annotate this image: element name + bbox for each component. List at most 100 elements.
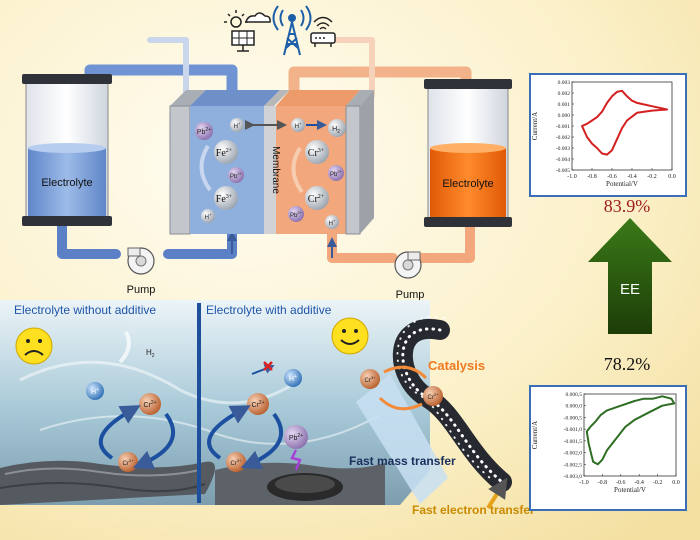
ee-arrow [588, 218, 672, 334]
blue-pipe-bottom-left [57, 220, 121, 259]
species-fe3: Fe3+ [214, 186, 238, 210]
species-pb-left-mid: Pb2+ [228, 167, 244, 183]
svg-text:Pb2+: Pb2+ [290, 210, 303, 219]
sad-face-icon [15, 327, 53, 365]
cr3-catalysis: Cr3+ [360, 369, 380, 389]
cv-ytick-label-top-1: 0.002 [558, 91, 571, 97]
svg-text:H+: H+ [295, 121, 302, 130]
svg-text:Fe2+: Fe2+ [216, 148, 233, 159]
pb-right: Pb2+ [284, 425, 308, 449]
electron-transfer-arrow [486, 477, 508, 510]
species-h-left-bottom: H+ [201, 209, 215, 223]
cv-ytick-label-bottom-1: 0.000,0 [566, 404, 583, 410]
cv-ytick-label-top-7: -0.004 [556, 157, 570, 163]
cycle-arrow-left-b [132, 412, 176, 470]
cv-xlabel-top: Potential/V [606, 180, 638, 188]
svg-text:Cr2+: Cr2+ [251, 400, 264, 409]
orange-pipe-bottom-right [417, 217, 475, 263]
h2-label-lower: H2 [146, 348, 155, 359]
happy-face-icon [331, 317, 369, 355]
cv-xtick-label-bottom-1: -0.8 [598, 480, 608, 486]
catalysis-arrow-top [383, 365, 428, 380]
cr-cycle-arrow [291, 146, 304, 194]
svg-text:Cr2+: Cr2+ [428, 392, 440, 401]
species-cr3: Cr3+ [305, 140, 329, 164]
svg-text:H+: H+ [234, 121, 241, 130]
svg-text:Pb2+: Pb2+ [230, 171, 243, 180]
blue-wire [147, 37, 189, 98]
right-pump-icon [394, 251, 422, 279]
species-pb-right-bottom: Pb2+ [288, 206, 304, 222]
cv-ytick-label-bottom-6: -0.002,5 [564, 462, 583, 468]
h-plus-left: H+ [86, 382, 104, 400]
left-tank [22, 74, 112, 226]
right-pump-label: Pump [396, 289, 425, 301]
blocked-cross-icon [263, 361, 273, 371]
fast-electron-transfer-label: Fast electron transfer [412, 503, 535, 517]
svg-text:Cr2+: Cr2+ [308, 194, 325, 205]
cv-curve-top-0 [581, 89, 668, 156]
species-fe2: Fe2+ [214, 140, 238, 164]
cv-xtick-label-bottom-2: -0.6 [616, 480, 626, 486]
cv-ytick-label-bottom-0: 0.000,5 [566, 392, 583, 398]
cv-xtick-label-bottom-4: -0.2 [653, 480, 663, 486]
svg-text:Pb2+: Pb2+ [289, 433, 303, 442]
cv-xlabel-bottom: Potential/V [614, 486, 646, 494]
cr3-right: Cr3+ [226, 452, 246, 472]
svg-text:H+: H+ [329, 218, 336, 227]
cv-xtick-label-top-5: 0.0 [668, 174, 676, 180]
ee-top-value: 83.9% [604, 196, 651, 216]
left-pump-icon [127, 247, 155, 275]
cv-ytick-label-top-0: 0.003 [558, 80, 571, 86]
without-additive-label: Electrolyte without additive [14, 303, 156, 317]
cv-ytick-label-bottom-3: -0.001,0 [564, 427, 583, 433]
species-pb-right-top: Pb2+ [328, 165, 344, 181]
fast-mass-transfer-label: Fast mass transfer [349, 454, 456, 468]
catalysis-arrow-bottom [378, 396, 423, 411]
solar-panel-icon [224, 10, 271, 52]
cv-frame-top [529, 73, 687, 197]
cv-xtick-label-top-0: -1.0 [567, 174, 577, 180]
svg-text:Cr3+: Cr3+ [365, 375, 377, 384]
catalysis-label: Catalysis [428, 358, 485, 373]
cv-ytick-label-top-3: 0.000 [558, 113, 571, 119]
cycle-arrow-right-a [207, 405, 251, 460]
cv-curve-bottom-0 [585, 395, 676, 466]
right-tank-label: Electrolyte [442, 178, 493, 190]
left-tank-label: Electrolyte [41, 177, 92, 189]
cr3-left: Cr3+ [118, 452, 138, 472]
species-pb-left-top: Pb2+ [195, 122, 213, 140]
cv-ytick-label-bottom-2: -0.000,5 [564, 415, 583, 421]
species-h-left: H+ [230, 118, 244, 132]
cv-xtick-label-top-3: -0.4 [627, 174, 637, 180]
orange-wire [329, 37, 375, 99]
router-icon [310, 16, 336, 47]
svg-text:H+: H+ [91, 387, 99, 396]
left-pump-label: Pump [127, 284, 156, 296]
fe-cycle-arrow [199, 144, 212, 192]
cv-ytick-label-top-4: -0.001 [556, 124, 570, 130]
cv-ytick-label-bottom-5: -0.002,0 [564, 451, 583, 457]
cycle-arrow-right-b [240, 412, 284, 470]
cr2-catalysis: Cr2+ [423, 386, 443, 406]
cv-xtick-label-bottom-3: -0.4 [634, 480, 644, 486]
with-additive-label: Electrolyte with additive [206, 303, 332, 317]
h-plus-right: H+ [284, 369, 302, 387]
right-tank [424, 79, 512, 227]
svg-text:Fe3+: Fe3+ [216, 194, 233, 205]
svg-text:Pb2+: Pb2+ [197, 127, 211, 136]
membrane-label: Membrane [270, 146, 281, 194]
cv-ytick-label-top-2: 0.001 [558, 102, 571, 108]
species-h2: H2 [328, 119, 346, 137]
species-h-right-bottom: H+ [325, 215, 339, 229]
cv-xtick-label-bottom-0: -1.0 [579, 480, 589, 486]
cv-axes-bottom [583, 393, 677, 477]
svg-text:Cr3+: Cr3+ [231, 458, 243, 467]
cv-xtick-label-top-1: -0.8 [587, 174, 597, 180]
svg-text:Pb2+: Pb2+ [330, 169, 343, 178]
svg-text:H2: H2 [332, 126, 340, 135]
svg-text:H+: H+ [289, 374, 297, 383]
